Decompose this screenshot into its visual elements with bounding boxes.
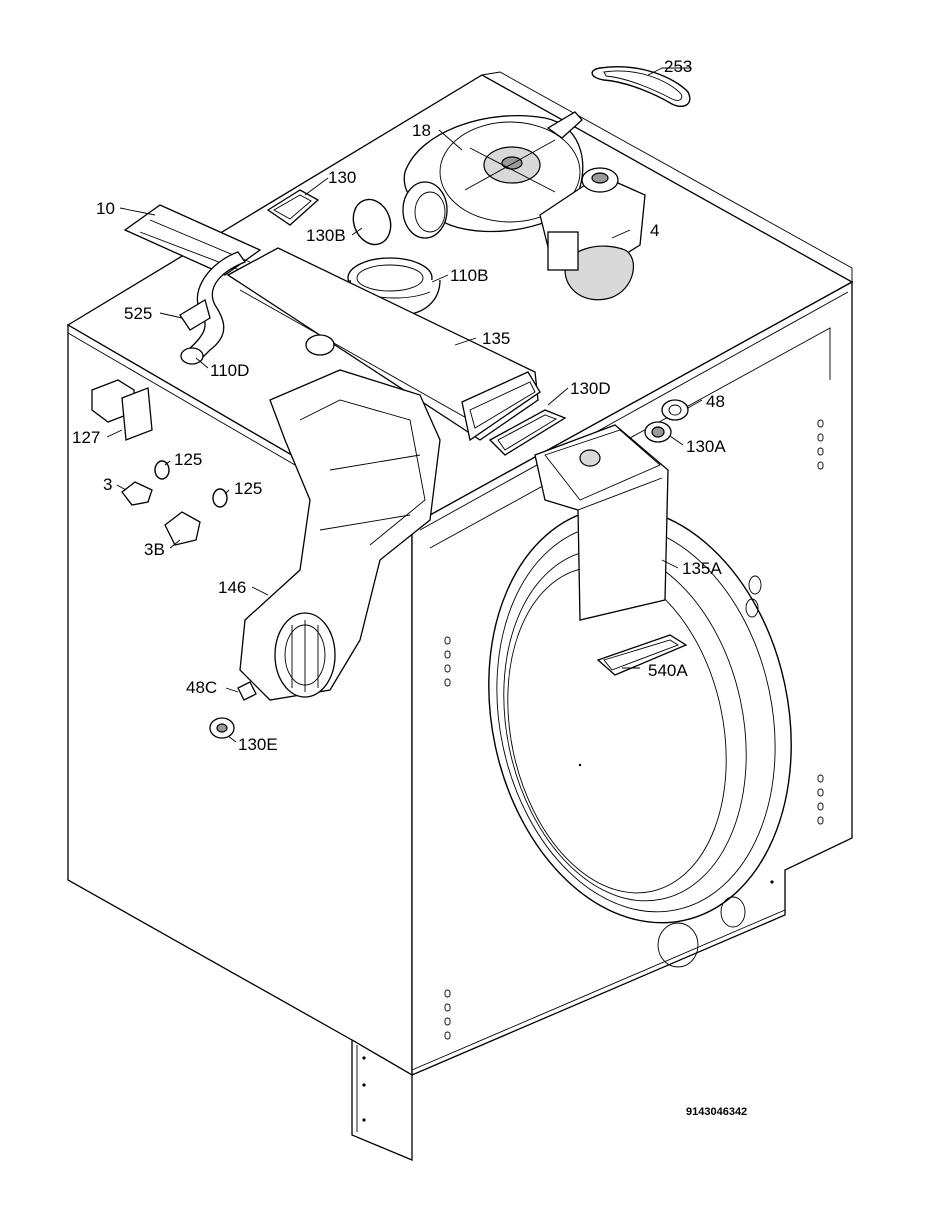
label-146: 146 bbox=[218, 578, 246, 597]
label-125a: 125 bbox=[174, 450, 202, 469]
o-ring-125b bbox=[212, 488, 228, 508]
plinth bbox=[351, 1038, 413, 1161]
label-253: 253 bbox=[664, 57, 692, 76]
label-130: 130 bbox=[328, 168, 356, 187]
clip-3B bbox=[164, 511, 201, 546]
label-130A: 130A bbox=[686, 437, 726, 456]
fan-motor bbox=[539, 167, 646, 301]
label-3B: 3B bbox=[144, 540, 165, 559]
leader-lines bbox=[106, 67, 703, 743]
vent-slots-lower-right bbox=[817, 774, 824, 825]
service-holes bbox=[657, 880, 774, 968]
label-4: 4 bbox=[650, 221, 659, 240]
label-135A: 135A bbox=[682, 559, 722, 578]
diagram-code: 9143046342 bbox=[686, 1106, 747, 1118]
label-125b: 125 bbox=[234, 479, 262, 498]
label-540A: 540A bbox=[648, 661, 688, 680]
label-10: 10 bbox=[96, 199, 115, 218]
label-3: 3 bbox=[103, 475, 112, 494]
fitting-48C bbox=[237, 681, 257, 701]
clip-525 bbox=[179, 299, 211, 331]
label-48C: 48C bbox=[186, 678, 217, 697]
label-525: 525 bbox=[124, 304, 152, 323]
label-110D: 110D bbox=[210, 361, 249, 380]
vent-slots-upper-right bbox=[817, 419, 824, 470]
vent-slots-upper-left bbox=[444, 636, 451, 687]
label-130D: 130D bbox=[570, 379, 611, 398]
label-135: 135 bbox=[482, 329, 510, 348]
condenser-duct-146 bbox=[239, 369, 441, 701]
sensor-127 bbox=[91, 379, 153, 441]
cabinet bbox=[66, 71, 854, 1161]
callout-labels: 253 18 130 10 130B 4 110B 525 135 110D 1… bbox=[72, 57, 726, 754]
air-duct-135 bbox=[226, 247, 541, 442]
knob-48 bbox=[661, 399, 689, 421]
label-48: 48 bbox=[706, 392, 725, 411]
connector-duct-135A bbox=[534, 424, 669, 621]
label-110B: 110B bbox=[450, 266, 488, 285]
o-ring-125a bbox=[154, 460, 170, 480]
grommet-130A bbox=[644, 421, 672, 443]
drive-belt bbox=[591, 66, 691, 108]
seal-ring-130B bbox=[352, 198, 392, 246]
clip-3 bbox=[121, 481, 153, 506]
label-130B: 130B bbox=[306, 226, 346, 245]
seal-540A bbox=[596, 634, 688, 676]
label-130E: 130E bbox=[238, 735, 278, 754]
gasket-130D bbox=[488, 409, 567, 456]
fan-housing bbox=[402, 111, 584, 239]
label-127: 127 bbox=[72, 428, 100, 447]
label-18: 18 bbox=[412, 121, 431, 140]
grommet-130E bbox=[209, 717, 235, 739]
vent-slots-lower-left bbox=[444, 989, 451, 1040]
gasket-130 bbox=[266, 189, 320, 226]
